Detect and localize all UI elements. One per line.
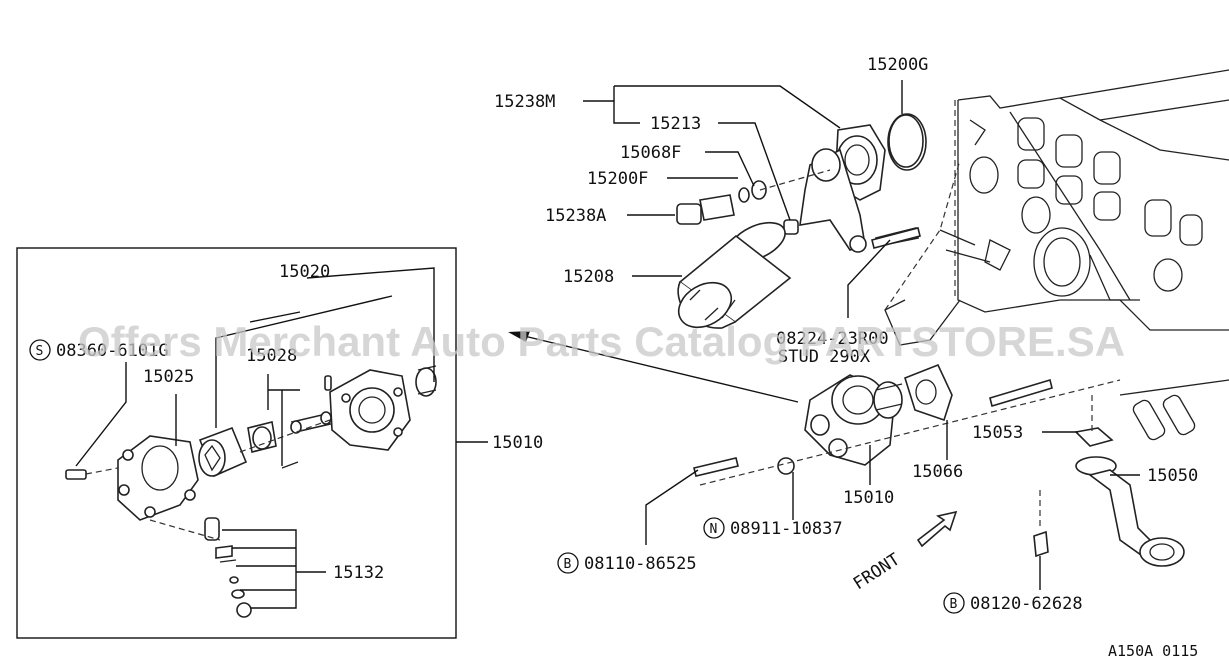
label-15213: 15213 (650, 114, 701, 134)
front-indicator: FRONT (850, 510, 958, 595)
inset-label-15025: 15025 (143, 367, 194, 387)
screw-prefix: S (36, 344, 44, 359)
label-15200f: 15200F (587, 169, 648, 189)
inset-label-15028: 15028 (246, 346, 297, 366)
ref-bolt-2: B 08120-62628 (943, 592, 1083, 614)
inset-leader-lines (75, 267, 488, 609)
label-nut-ref: 08911-10837 (730, 519, 843, 539)
stud-drawing (871, 227, 921, 249)
oil-strainer-drawing (1033, 427, 1185, 567)
label-15238m: 15238M (494, 92, 555, 112)
bolt2-prefix: B (950, 597, 958, 612)
label-15238a: 15238A (545, 206, 606, 226)
inset-drawing (65, 365, 437, 618)
label-15053: 15053 (972, 423, 1023, 443)
label-15010: 15010 (843, 488, 894, 508)
label-15200g: 15200G (867, 55, 928, 75)
oil-pump-drawing (693, 363, 1053, 477)
watermark: Offers Merchant Auto Parts Catalog PARTS… (78, 318, 1125, 365)
oil-filter-drawing (677, 221, 792, 329)
filter-bracket-assembly-drawing (676, 113, 927, 253)
label-15066: 15066 (912, 462, 963, 482)
engine-block (884, 69, 1229, 441)
ref-bolt: B 08110-86525 (557, 552, 697, 574)
label-15050: 15050 (1147, 466, 1198, 486)
inset-box (16, 247, 457, 639)
ref-nut: N 08911-10837 (703, 517, 843, 539)
label-stud-text: STUD 290X (778, 347, 871, 367)
front-label: FRONT (850, 550, 904, 595)
leader-lines (508, 80, 1140, 590)
gasket-15200g-drawing (888, 114, 924, 168)
label-15208: 15208 (563, 267, 614, 287)
inset-label-screw-ref: 08360-6101G (56, 341, 169, 361)
bolt-prefix: B (564, 557, 572, 572)
label-bolt-ref: 08110-86525 (584, 554, 697, 574)
diagram-code: A150A 0115 (1108, 642, 1198, 660)
inset-label-15010: 15010 (492, 433, 543, 453)
inset-label-15132: 15132 (333, 563, 384, 583)
inset-label-15020: 15020 (279, 262, 330, 282)
label-bolt2-ref: 08120-62628 (970, 594, 1083, 614)
nut-prefix: N (710, 522, 718, 537)
inset-ref-screw: S 08360-6101G (29, 339, 169, 361)
label-15068f: 15068F (620, 143, 681, 163)
label-stud-number: 08224-23R00 (776, 329, 889, 349)
